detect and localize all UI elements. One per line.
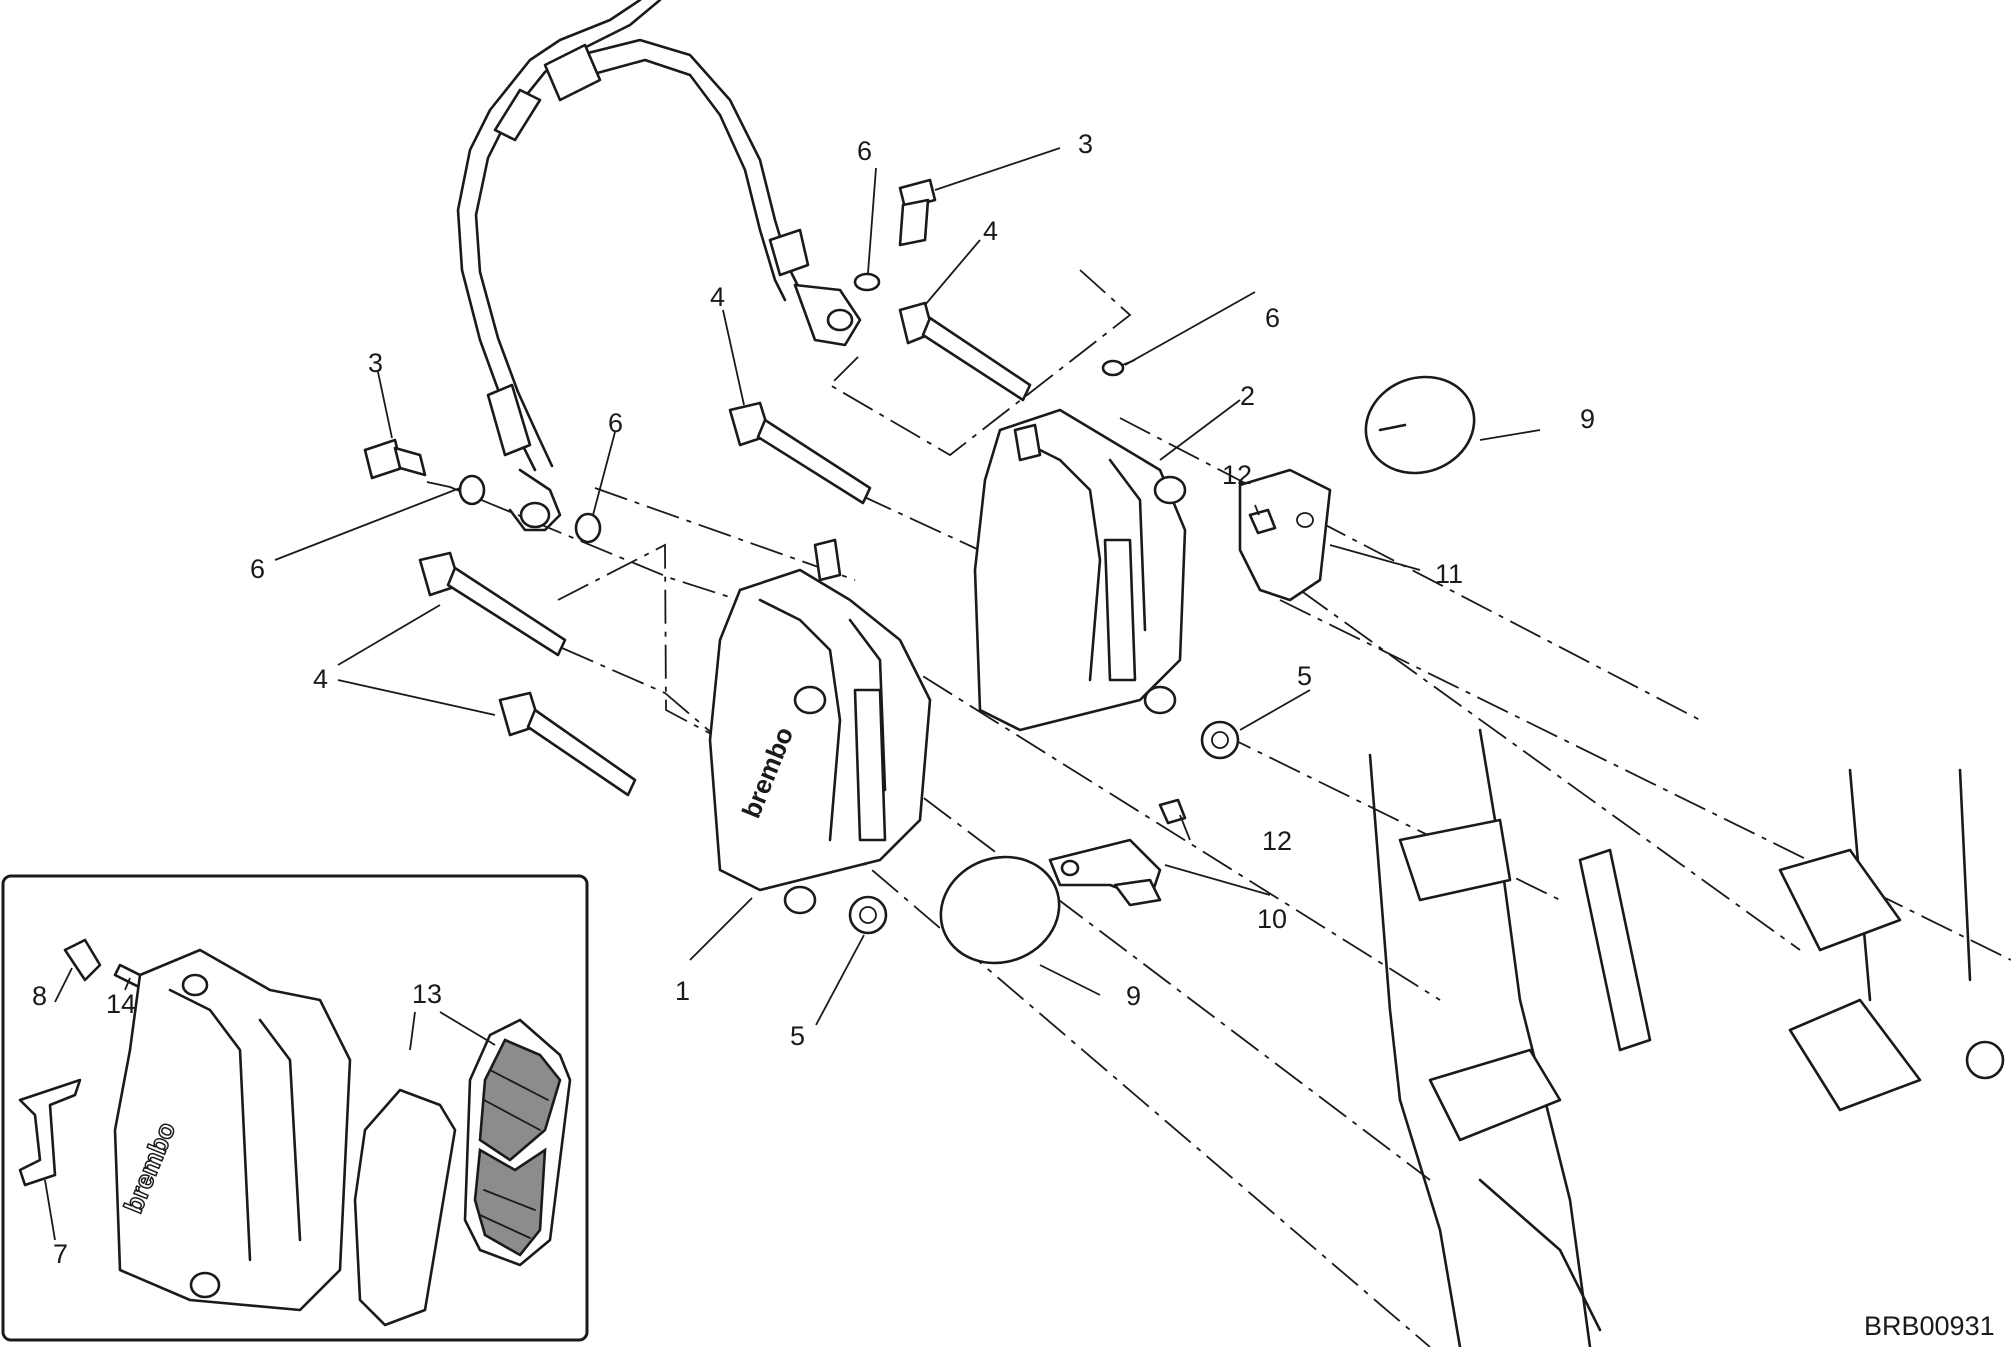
sealing-washers xyxy=(458,272,1125,544)
caliper-bolts xyxy=(418,301,1032,797)
callout-8: 8 xyxy=(32,981,47,1011)
banjo-bolt-left xyxy=(363,438,427,480)
fork-leg xyxy=(1368,728,1652,1347)
callout-4-left: 4 xyxy=(313,664,328,694)
brake-caliper-2 xyxy=(973,408,1187,732)
brake-pad-plain xyxy=(353,1088,457,1327)
fork-bracket-right xyxy=(1778,768,2005,1112)
bleed-cap xyxy=(63,938,102,982)
callout-6-mid: 6 xyxy=(608,408,623,438)
hose-fitting xyxy=(543,43,602,102)
bracket-11 xyxy=(1238,468,1332,602)
callout-6-left: 6 xyxy=(250,554,265,584)
callout-2: 2 xyxy=(1240,381,1255,411)
drawing-code: BRB00931 xyxy=(1864,1311,1995,1341)
callout-6-right: 6 xyxy=(1265,303,1280,333)
callout-9-right: 9 xyxy=(1580,404,1595,434)
brake-hose xyxy=(456,0,862,532)
brake-caliper-1: brembo xyxy=(708,538,932,915)
bracket-10 xyxy=(1048,838,1162,907)
caps xyxy=(939,375,1476,965)
inset-detail: brembo xyxy=(1,874,589,1342)
callout-9-bottom: 9 xyxy=(1126,981,1141,1011)
spacers xyxy=(848,720,1240,935)
nuts xyxy=(1158,508,1277,825)
callout-4-top: 4 xyxy=(983,216,998,246)
assembly-axis-lines xyxy=(426,269,2011,1347)
callout-11: 11 xyxy=(1435,559,1463,589)
callout-10: 10 xyxy=(1257,904,1287,934)
callout-14: 14 xyxy=(106,989,136,1019)
callout-12-lower: 12 xyxy=(1262,826,1292,856)
pad-spring xyxy=(18,1078,82,1187)
inset-caliper xyxy=(113,948,352,1312)
callout-labels: 1 2 3 3 4 4 4 5 5 6 6 6 6 7 8 9 9 10 11 … xyxy=(32,129,1995,1341)
callout-6-top: 6 xyxy=(857,136,872,166)
callout-3-left: 3 xyxy=(368,348,383,378)
callout-13: 13 xyxy=(412,979,442,1009)
callout-12-upper: 12 xyxy=(1222,460,1252,490)
callout-4-mid: 4 xyxy=(710,282,725,312)
callout-3-top: 3 xyxy=(1078,129,1093,159)
callout-7: 7 xyxy=(53,1239,68,1269)
callout-5-bottom: 5 xyxy=(790,1021,805,1051)
callout-leaders xyxy=(44,147,1541,1241)
callout-1: 1 xyxy=(675,976,690,1006)
banjo-bolt-top xyxy=(898,178,937,247)
callout-5-right: 5 xyxy=(1297,661,1312,691)
